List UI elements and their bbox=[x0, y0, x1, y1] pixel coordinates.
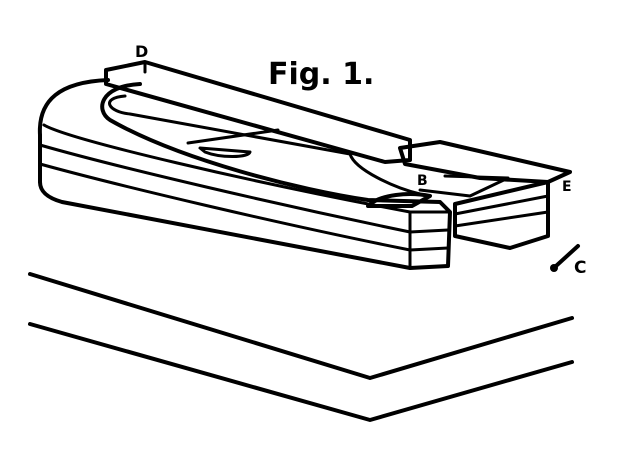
thwart-slot bbox=[198, 146, 252, 158]
hull-outline bbox=[37, 78, 452, 270]
extension-line-2 bbox=[453, 210, 550, 228]
base-upper-line bbox=[28, 272, 574, 380]
figure-title: Fig. 1. bbox=[268, 57, 375, 92]
stern-extension bbox=[398, 140, 572, 250]
hull-strake-2 bbox=[38, 143, 450, 234]
thwart bbox=[186, 128, 280, 158]
label-c: C bbox=[574, 258, 587, 278]
hull-strake-1 bbox=[42, 123, 450, 214]
extension-box bbox=[453, 180, 550, 250]
label-b: B bbox=[417, 173, 428, 189]
label-d: D bbox=[135, 42, 149, 61]
main-hull bbox=[37, 78, 452, 270]
pin-shaft bbox=[554, 244, 580, 268]
part-c-pin bbox=[550, 244, 580, 272]
part-b-tab bbox=[366, 192, 432, 208]
hull-strake-3 bbox=[38, 162, 450, 252]
label-e: E bbox=[562, 179, 572, 195]
thwart-rod bbox=[186, 128, 280, 145]
extension-inner bbox=[418, 174, 510, 198]
pin-head bbox=[550, 264, 558, 272]
base-lower-line bbox=[28, 322, 574, 422]
extension-line-1 bbox=[453, 194, 550, 216]
deck-strip-d bbox=[104, 60, 412, 164]
base-board bbox=[28, 272, 574, 422]
